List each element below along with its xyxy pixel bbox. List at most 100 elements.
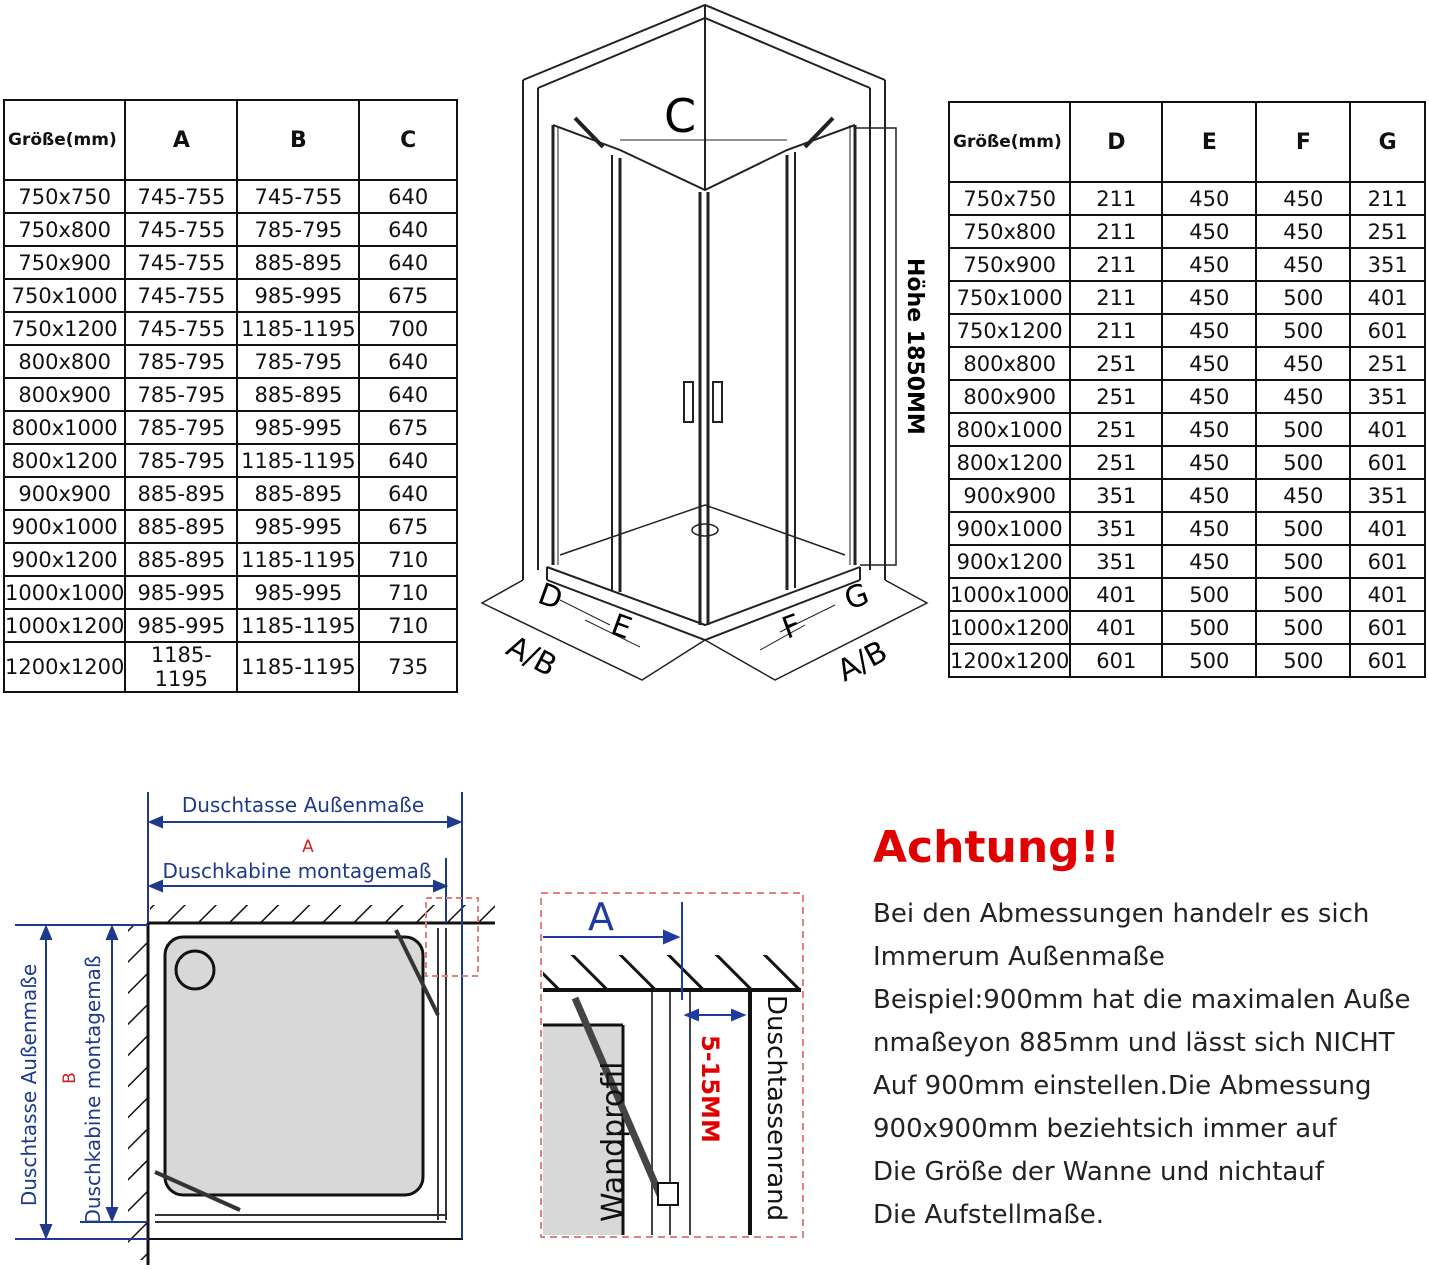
size-cell: 750x1000 xyxy=(2,278,127,313)
size-cell: 1000x1200 xyxy=(947,610,1072,645)
value-cell: 1185-1195 xyxy=(236,641,361,693)
size-cell: 800x800 xyxy=(2,344,127,379)
size-cell: 750x750 xyxy=(947,181,1072,216)
shower-cabin-drawing: C D E F G A/B A/B Höhe 1850MM xyxy=(480,3,929,689)
value-cell: 885-895 xyxy=(236,476,361,511)
value-cell: 785-795 xyxy=(124,443,239,478)
value-cell: 710 xyxy=(358,542,458,577)
value-cell: 640 xyxy=(358,443,458,478)
value-cell: 450 xyxy=(1161,313,1258,348)
value-cell: 500 xyxy=(1255,577,1352,612)
value-cell: 785-795 xyxy=(124,344,239,379)
value-cell: 450 xyxy=(1161,247,1258,282)
size-cell: 900x1200 xyxy=(947,544,1072,579)
size-cell: 800x900 xyxy=(2,377,127,412)
value-cell: 885-895 xyxy=(124,476,239,511)
value-cell: 985-995 xyxy=(124,608,239,643)
value-cell: 211 xyxy=(1069,313,1164,348)
value-cell: 500 xyxy=(1255,511,1352,546)
value-cell: 500 xyxy=(1255,643,1352,678)
size-cell: 1000x1000 xyxy=(2,575,127,610)
value-cell: 640 xyxy=(358,245,458,280)
value-cell: 500 xyxy=(1161,610,1258,645)
header-size: Größe(mm) xyxy=(947,101,1072,183)
header-c: C xyxy=(358,99,458,181)
value-cell: 351 xyxy=(1069,544,1164,579)
notice-line: Immerum Außenmaße xyxy=(873,942,1165,972)
header-a: A xyxy=(124,99,239,181)
value-cell: 735 xyxy=(358,641,458,693)
label-ab-right: A/B xyxy=(832,634,894,689)
gap-label: 5-15MM xyxy=(696,1035,724,1143)
value-cell: 710 xyxy=(358,608,458,643)
value-cell: 211 xyxy=(1069,280,1164,315)
value-cell: 251 xyxy=(1349,346,1426,381)
label-b: B xyxy=(60,1072,80,1084)
tray-outer-vertical-label: Duschtasse Außenmaße xyxy=(17,964,41,1206)
size-cell: 900x900 xyxy=(2,476,127,511)
value-cell: 601 xyxy=(1349,610,1426,645)
value-cell: 601 xyxy=(1349,544,1426,579)
value-cell: 985-995 xyxy=(236,410,361,445)
label-c: C xyxy=(664,89,696,143)
value-cell: 640 xyxy=(358,377,458,412)
value-cell: 885-895 xyxy=(236,377,361,412)
header-g: G xyxy=(1349,101,1426,183)
size-cell: 750x1200 xyxy=(947,313,1072,348)
value-cell: 745-755 xyxy=(124,212,239,247)
notice-line: Beispiel:900mm hat die maximalen Auße xyxy=(873,985,1411,1015)
notice-line: Die Aufstellmaße. xyxy=(873,1200,1105,1230)
value-cell: 450 xyxy=(1161,544,1258,579)
label-a: A xyxy=(302,837,314,857)
value-cell: 601 xyxy=(1349,643,1426,678)
value-cell: 885-895 xyxy=(124,542,239,577)
notice-line: nmaßeyon 885mm und lässt sich NICHT xyxy=(873,1028,1395,1058)
value-cell: 785-795 xyxy=(236,212,361,247)
value-cell: 745-755 xyxy=(124,311,239,346)
size-cell: 750x750 xyxy=(2,179,127,214)
cabin-mount-label: Duschkabine montagemaß xyxy=(162,859,431,883)
value-cell: 211 xyxy=(1069,181,1164,216)
value-cell: 450 xyxy=(1161,478,1258,513)
value-cell: 700 xyxy=(358,311,458,346)
value-cell: 710 xyxy=(358,575,458,610)
value-cell: 640 xyxy=(358,476,458,511)
value-cell: 251 xyxy=(1069,379,1164,414)
value-cell: 450 xyxy=(1161,412,1258,447)
notice-line: 900x900mm beziehtsich immer auf xyxy=(873,1114,1337,1144)
value-cell: 745-755 xyxy=(124,179,239,214)
size-cell: 900x1000 xyxy=(2,509,127,544)
value-cell: 401 xyxy=(1069,610,1164,645)
table-header-row: Größe(mm) D E F G xyxy=(947,101,1426,183)
value-cell: 450 xyxy=(1161,214,1258,249)
size-cell: 750x900 xyxy=(2,245,127,280)
size-cell: 800x800 xyxy=(947,346,1072,381)
value-cell: 351 xyxy=(1349,478,1426,513)
value-cell: 251 xyxy=(1069,445,1164,480)
value-cell: 251 xyxy=(1069,412,1164,447)
value-cell: 450 xyxy=(1161,280,1258,315)
value-cell: 351 xyxy=(1069,511,1164,546)
value-cell: 640 xyxy=(358,344,458,379)
value-cell: 450 xyxy=(1161,181,1258,216)
value-cell: 211 xyxy=(1069,247,1164,282)
value-cell: 745-755 xyxy=(236,179,361,214)
value-cell: 450 xyxy=(1255,247,1352,282)
tray-outer-label: Duschtasse Außenmaße xyxy=(182,793,424,817)
value-cell: 885-895 xyxy=(124,509,239,544)
